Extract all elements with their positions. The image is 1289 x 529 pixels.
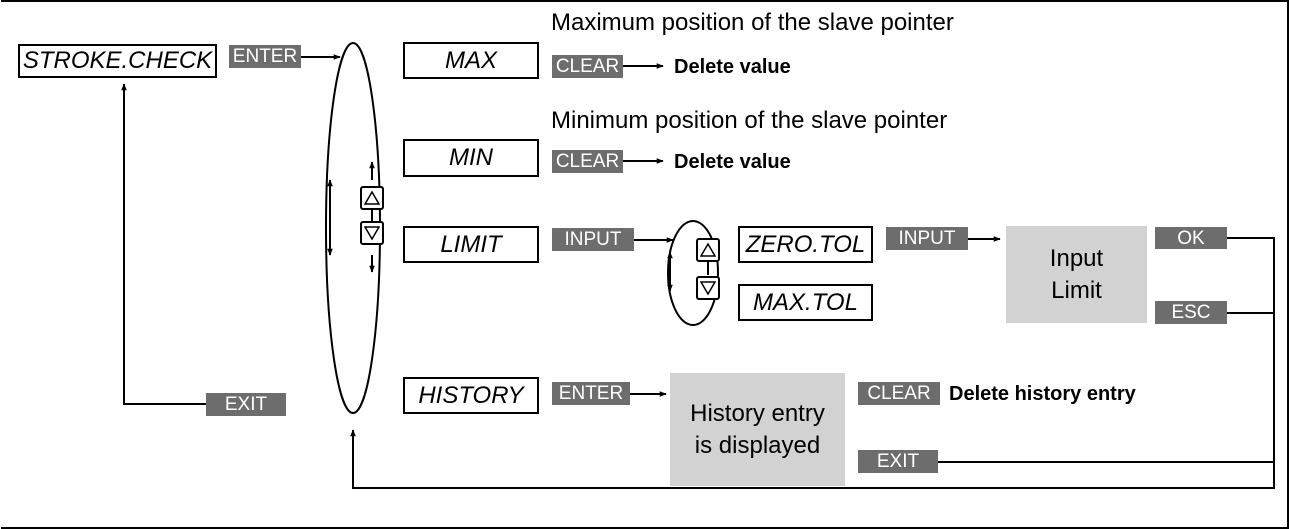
delete-history-entry: Delete history entry xyxy=(949,383,1136,405)
zero-tol-menu-box[interactable]: ZERO.TOL xyxy=(738,226,873,263)
min-description: Minimum position of the slave pointer xyxy=(551,107,948,134)
delete-value-min: Delete value xyxy=(674,151,791,173)
history-menu-box[interactable]: HISTORY xyxy=(403,377,539,414)
min-menu-box[interactable]: MIN xyxy=(403,139,539,177)
limit-submenu-ring xyxy=(667,220,719,326)
exit-loop xyxy=(121,83,206,405)
down-button-main[interactable] xyxy=(360,221,384,245)
exit-key-history[interactable]: EXIT xyxy=(858,450,938,473)
max-tol-menu-box[interactable]: MAX.TOL xyxy=(738,284,873,321)
input-limit-line1: Input xyxy=(1049,244,1104,272)
ok-key[interactable]: OK xyxy=(1155,227,1227,249)
stroke-check-menu-box[interactable]: STROKE.CHECK xyxy=(18,44,217,78)
enter-key-main[interactable]: ENTER xyxy=(229,45,301,68)
triangle-down-icon xyxy=(364,226,380,241)
delete-value-max: Delete value xyxy=(674,56,791,78)
ok-return-line xyxy=(350,237,1275,489)
input-limit-line2: Limit xyxy=(1051,276,1102,304)
input-limit-panel: Input Limit xyxy=(1006,226,1147,323)
limit-menu-box[interactable]: LIMIT xyxy=(403,226,539,263)
input-key-limit[interactable]: INPUT xyxy=(552,228,634,251)
up-button-limit[interactable] xyxy=(696,238,720,262)
enter-key-history[interactable]: ENTER xyxy=(552,382,630,405)
input-key-zero-tol[interactable]: INPUT xyxy=(886,227,968,250)
history-display-line1: History entry xyxy=(690,399,825,427)
esc-key[interactable]: ESC xyxy=(1155,301,1227,324)
down-button-limit[interactable] xyxy=(696,276,720,300)
history-display-panel: History entry is displayed xyxy=(670,373,845,486)
max-description: Maximum position of the slave pointer xyxy=(551,9,954,36)
clear-key-max[interactable]: CLEAR xyxy=(552,55,623,78)
triangle-up-icon xyxy=(700,242,716,257)
triangle-down-icon xyxy=(700,281,716,296)
clear-key-history[interactable]: CLEAR xyxy=(858,382,940,405)
max-menu-box[interactable]: MAX xyxy=(403,42,539,79)
exit-key-main[interactable]: EXIT xyxy=(206,393,286,416)
clear-key-min[interactable]: CLEAR xyxy=(552,150,623,173)
triangle-up-icon xyxy=(364,190,380,205)
up-button-main[interactable] xyxy=(360,186,384,210)
history-display-line2: is displayed xyxy=(694,431,821,459)
